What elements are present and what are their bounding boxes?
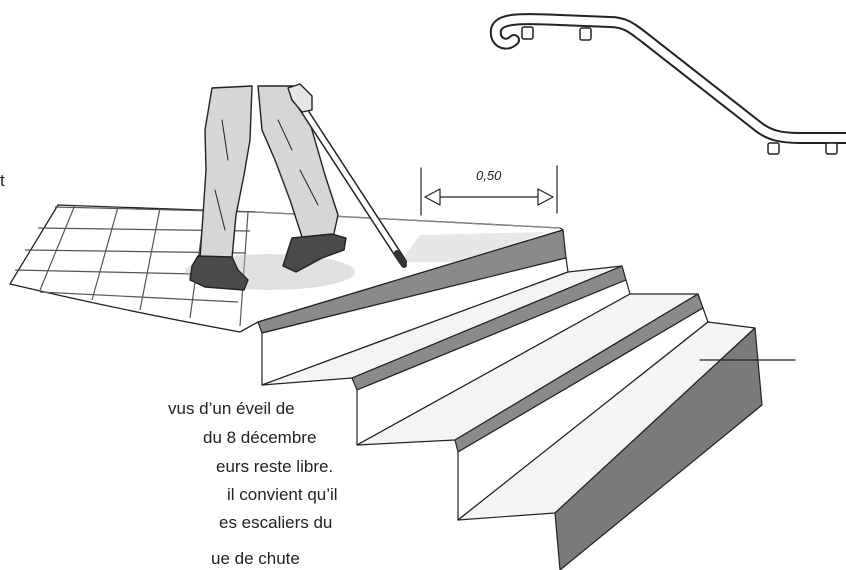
paragraph-line: es escaliers du <box>219 513 332 532</box>
handrail-bracket <box>767 142 780 155</box>
staircase <box>257 229 796 570</box>
paragraph-line: du 8 décembre <box>203 428 316 447</box>
dimension-marker: 0,50 <box>420 165 558 216</box>
pedestrian <box>189 83 407 291</box>
tile-grid-line <box>239 211 249 327</box>
tile-grid-line <box>139 207 161 311</box>
landing-wash <box>400 232 545 262</box>
paragraph-line: il convient qu’il <box>227 485 338 504</box>
handrail-bracket <box>579 27 592 41</box>
handrail-outline <box>489 13 846 144</box>
front-shoe <box>282 233 347 273</box>
step-4-nosing-strip <box>554 327 763 570</box>
handrail <box>489 13 846 155</box>
white-cane <box>297 101 406 265</box>
paragraph-line: eurs reste libre. <box>216 457 333 476</box>
pants-fold <box>214 119 319 231</box>
paragraph-line: ue de chute <box>211 549 300 568</box>
hand <box>287 83 313 113</box>
paragraph-line: vus d’un éveil de <box>168 399 295 418</box>
handrail-bracket <box>825 142 838 155</box>
edge-text-fragment: t <box>0 171 5 190</box>
dimension-arrowhead-right <box>537 188 554 206</box>
tile-grid-line <box>39 204 76 291</box>
handrail-bracket <box>521 26 534 40</box>
dimension-label: 0,50 <box>476 168 502 183</box>
dimension-arrowhead-left <box>424 188 441 206</box>
handrail-bar <box>491 15 846 142</box>
cane-tip <box>394 250 407 268</box>
rear-shoe <box>189 255 249 291</box>
tile-grid-line <box>39 291 239 303</box>
tile-grid-line <box>91 206 119 301</box>
